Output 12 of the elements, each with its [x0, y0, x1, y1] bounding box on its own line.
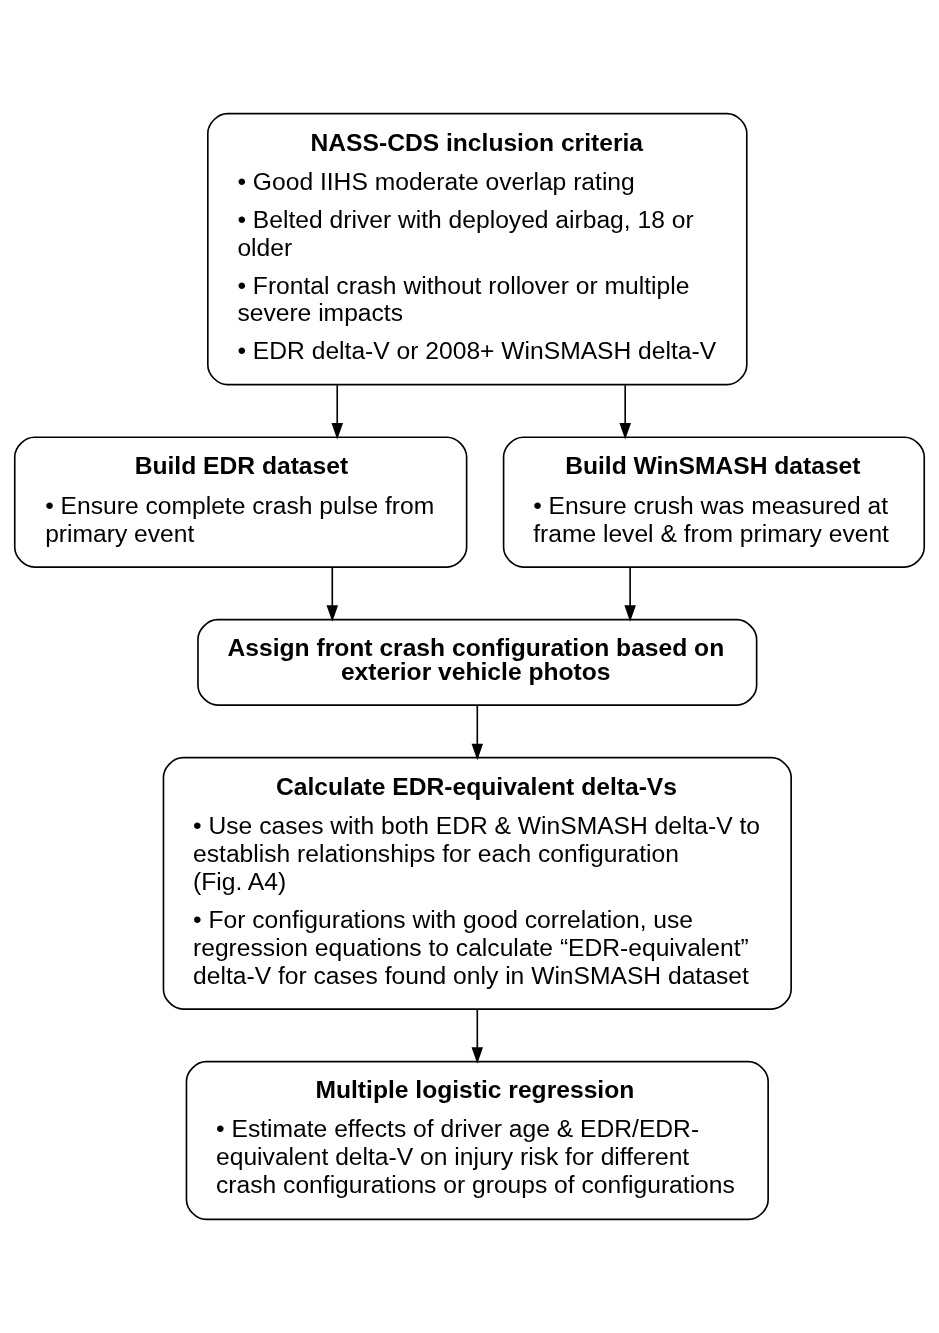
arrow — [471, 1008, 484, 1064]
node-box: Multiple logistic regression • Estimate effects of driver age & EDR/EDR-equivalent delta-V on injury risk for different crash configurations or groups of configurations — [185, 1060, 769, 1221]
node-box: Calculate EDR-equivalent delta-Vs • Use cases with both EDR & WinSMASH delta-V to establish relationships for each configuration (Fig. A4) • For configurations with good correlation, use regression equations to calculate “EDR-equivalent” delta-V for cases found only in WinSMASH dataset — [162, 756, 792, 1010]
node-box: NASS-CDS inclusion criteria • Good IIHS moderate overlap rating • Belted driver with deployed airbag, 18 or older • Frontal crash without rollover or multiple severe impacts • EDR delta-V or 2008+ WinSMASH delta-V — [207, 112, 748, 386]
arrow — [331, 384, 343, 440]
arrow — [619, 384, 631, 440]
node-box: Build WinSMASH dataset • Ensure crush was measured at frame level & from primary event — [502, 436, 926, 568]
arrow — [624, 566, 636, 622]
arrow — [326, 566, 339, 622]
arrow — [471, 704, 484, 761]
node-box: Assign front crash configuration based on exterior vehicle photos — [197, 618, 758, 706]
node-box: Build EDR dataset • Ensure complete crash pulse from primary event — [13, 436, 468, 568]
